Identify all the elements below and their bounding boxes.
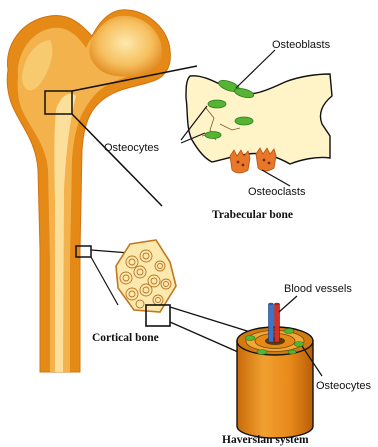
blood-vessel-artery-end (275, 303, 280, 305)
blood-vessel-artery (275, 304, 280, 342)
osteocyte-cell (208, 100, 226, 108)
osteocytes-top-label: Osteocytes (104, 142, 160, 154)
haversian-system-panel (237, 296, 322, 438)
trabecular-bone-caption: Trabecular bone (212, 209, 293, 221)
osteoclasts-pointer (262, 170, 290, 186)
blood-vessel-vein-end (269, 303, 274, 305)
haversian-zoom-line-upper (170, 307, 260, 335)
blood-vessel-vein (269, 304, 274, 342)
cortical-bone-shape (116, 240, 176, 312)
trabecular-zoom-line-lower (72, 114, 162, 206)
osteoclasts-label: Osteoclasts (248, 186, 306, 198)
osteoblasts-label: Osteoblasts (272, 39, 331, 51)
blood-vessels-label: Blood vessels (284, 283, 352, 295)
cortical-zoom-line-lower (91, 257, 118, 305)
osteocytes-bottom-label: Osteocytes (316, 380, 372, 392)
cortical-bone-caption: Cortical bone (92, 332, 159, 344)
haversian-zoom-line-lower (170, 322, 238, 352)
osteocyte-cell (288, 350, 296, 354)
osteocyte-cell (235, 117, 253, 125)
osteoclast-cell (256, 148, 276, 171)
haversian-system-caption: Haversian system (222, 434, 309, 446)
blood-vessels-pointer (279, 296, 297, 312)
trabecular-bone-panel (181, 50, 332, 186)
osteoclast-cell (230, 150, 250, 173)
osteocyte-cell (245, 336, 255, 341)
osteoblasts-pointer (236, 50, 275, 88)
osteocyte-cell (284, 329, 294, 334)
osteocyte-cell (205, 132, 221, 139)
osteocyte-cell (257, 350, 267, 355)
